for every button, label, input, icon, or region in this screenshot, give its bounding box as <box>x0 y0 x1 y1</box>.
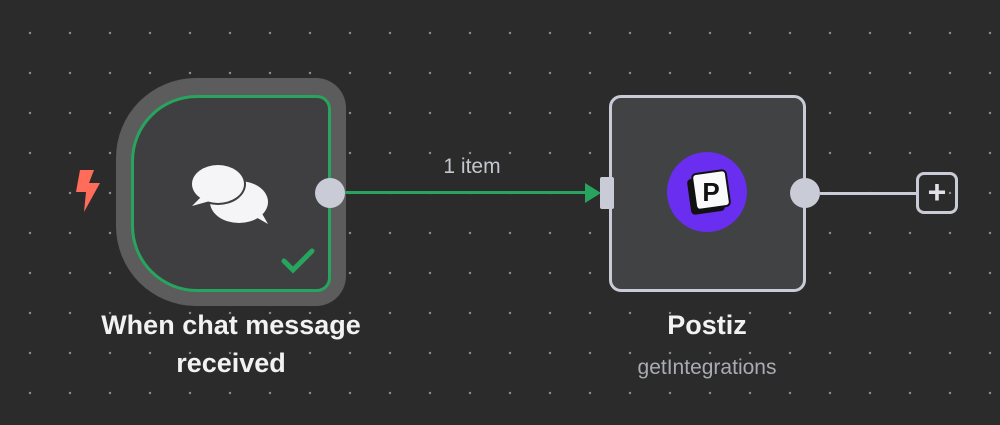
trigger-node-title: When chat message received <box>56 306 406 382</box>
trigger-title-line1: When chat message <box>101 310 361 340</box>
postiz-logo-letter: P <box>702 177 719 207</box>
chat-bubbles-icon <box>188 160 274 231</box>
connection-edge[interactable] <box>345 191 588 194</box>
postiz-output-line <box>820 192 916 195</box>
add-node-plus-button[interactable]: + <box>916 172 958 214</box>
connection-arrow-icon <box>585 183 601 203</box>
connection-item-count: 1 item <box>443 155 501 178</box>
postiz-output-handle[interactable] <box>790 178 820 208</box>
postiz-node-title: Postiz <box>667 310 747 340</box>
postiz-node-subtitle: getIntegrations <box>637 356 777 379</box>
postiz-input-handle[interactable] <box>600 177 614 209</box>
trigger-output-handle[interactable] <box>315 178 345 208</box>
trigger-bolt-icon <box>72 168 102 219</box>
postiz-logo-icon: P <box>667 152 747 232</box>
success-check-icon <box>281 248 315 279</box>
trigger-title-line2: received <box>176 348 286 378</box>
